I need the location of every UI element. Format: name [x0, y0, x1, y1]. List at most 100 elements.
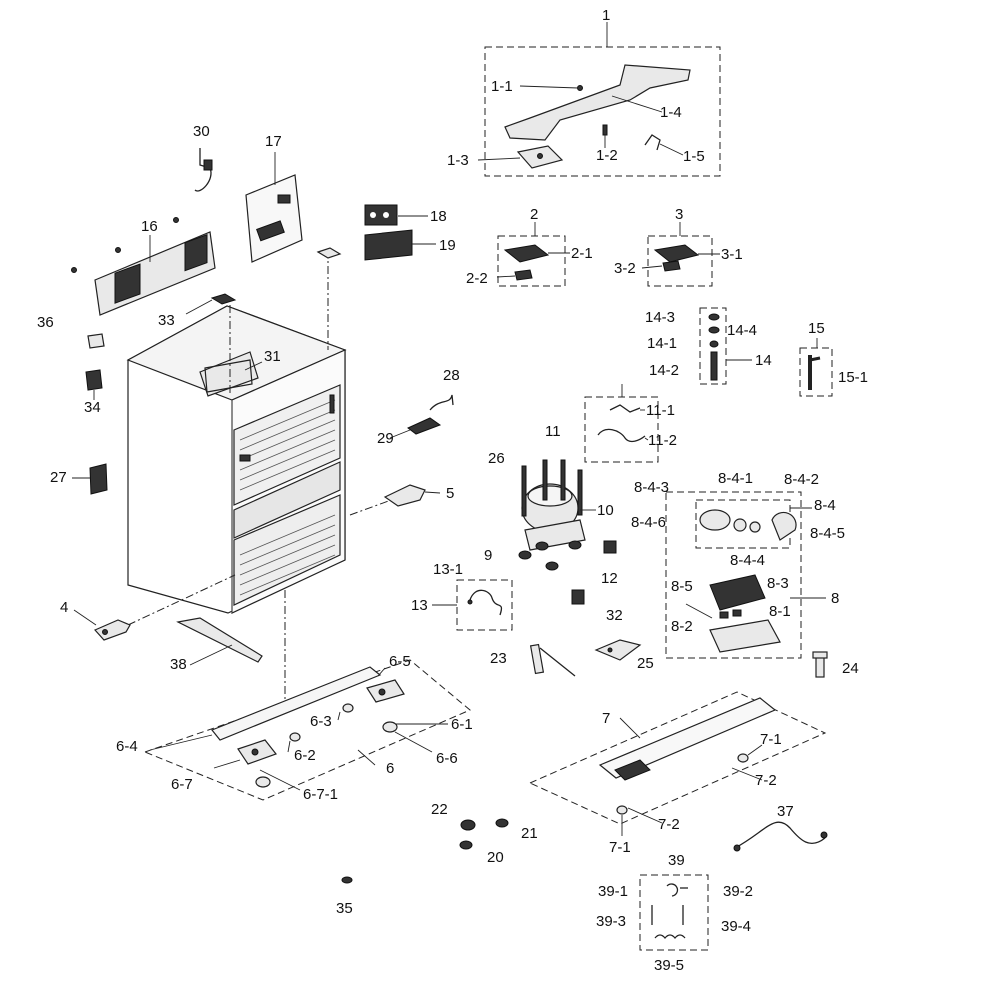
label-6-3: 6-3 — [310, 713, 332, 730]
label-7: 7 — [602, 710, 611, 727]
part-group-6 — [143, 659, 471, 801]
label-11-1: 11-1 — [646, 402, 675, 419]
label-23: 23 — [490, 650, 507, 667]
label-21: 21 — [521, 825, 538, 842]
label-1-3: 1-3 — [447, 152, 469, 169]
label-6-1: 6-1 — [451, 716, 473, 733]
label-14-1: 14-1 — [647, 335, 678, 352]
part-30-wire — [194, 148, 213, 192]
label-3-2: 3-2 — [614, 260, 636, 277]
label-6: 6 — [386, 760, 395, 777]
label-11: 11 — [545, 423, 561, 440]
part-10-compressor — [518, 459, 596, 571]
label-8-1: 8-1 — [769, 603, 791, 620]
part-18-19-modules — [364, 204, 436, 261]
label-8-4-1: 8-4-1 — [718, 470, 754, 487]
label-38: 38 — [170, 656, 187, 673]
label-39-3: 39-3 — [596, 913, 627, 930]
label-1-5: 1-5 — [683, 148, 705, 165]
label-10: 10 — [597, 502, 614, 519]
label-2: 2 — [530, 206, 539, 223]
label-14-3: 14-3 — [645, 309, 676, 326]
part-group-15 — [799, 338, 833, 397]
part-group-11 — [584, 384, 659, 463]
small-parts-left — [72, 247, 454, 507]
label-8-4-6: 8-4-6 — [631, 514, 667, 531]
label-37: 37 — [777, 803, 794, 820]
part-group-14 — [699, 307, 752, 385]
label-7-2-left: 7-2 — [658, 816, 680, 833]
part-group-39 — [639, 874, 709, 951]
part-4-hinge — [73, 609, 131, 641]
misc-parts-bottom — [341, 818, 828, 884]
label-7-2-right: 7-2 — [755, 772, 777, 789]
label-6-4: 6-4 — [116, 738, 138, 755]
part-38-cover-strip — [176, 617, 263, 666]
label-8-3: 8-3 — [767, 575, 789, 592]
part-group-1 — [477, 22, 721, 177]
refrigerator-cabinet — [126, 305, 347, 614]
label-8-4-4: 8-4-4 — [730, 552, 766, 569]
label-8-4-5: 8-4-5 — [810, 525, 846, 542]
label-24: 24 — [842, 660, 859, 677]
label-8: 8 — [831, 590, 840, 607]
label-26: 26 — [488, 450, 505, 467]
label-29: 29 — [377, 430, 394, 447]
part-group-7 — [528, 691, 827, 836]
part-17-panel — [245, 152, 303, 263]
label-31: 31 — [264, 348, 281, 365]
label-9: 9 — [484, 547, 493, 564]
label-39: 39 — [668, 852, 685, 869]
label-3-1: 3-1 — [721, 246, 743, 263]
part-group-2 — [496, 222, 570, 287]
label-30: 30 — [193, 123, 210, 140]
part-group-3 — [641, 222, 720, 287]
label-25: 25 — [637, 655, 654, 672]
label-6-5: 6-5 — [389, 653, 411, 670]
label-7-1-left: 7-1 — [609, 839, 631, 856]
label-8-5: 8-5 — [671, 578, 693, 595]
label-39-5: 39-5 — [654, 957, 685, 974]
label-39-2: 39-2 — [723, 883, 754, 900]
label-33: 33 — [158, 312, 175, 329]
label-6-7-1: 6-7-1 — [303, 786, 339, 803]
label-15-1: 15-1 — [838, 369, 869, 386]
label-12: 12 — [601, 570, 618, 587]
part-16-back-cover — [71, 217, 216, 316]
misc-parts-center — [529, 540, 828, 678]
label-8-4-2: 8-4-2 — [784, 471, 820, 488]
label-19: 19 — [439, 237, 456, 254]
label-8-2: 8-2 — [671, 618, 693, 635]
part-group-13 — [432, 579, 513, 631]
label-6-7: 6-7 — [171, 776, 193, 793]
label-14-2: 14-2 — [649, 362, 680, 379]
label-34: 34 — [84, 399, 101, 416]
label-13-1: 13-1 — [433, 561, 464, 578]
label-7-1-right: 7-1 — [760, 731, 782, 748]
label-1-1: 1-1 — [491, 78, 513, 95]
label-6-6: 6-6 — [436, 750, 458, 767]
label-18: 18 — [430, 208, 447, 225]
label-15: 15 — [808, 320, 825, 337]
label-32: 32 — [606, 607, 623, 624]
label-8-4-3: 8-4-3 — [634, 479, 670, 496]
label-36: 36 — [37, 314, 54, 331]
label-1-2: 1-2 — [596, 147, 618, 164]
label-27: 27 — [50, 469, 67, 486]
label-35: 35 — [336, 900, 353, 917]
label-6-2: 6-2 — [294, 747, 316, 764]
label-20: 20 — [487, 849, 504, 866]
label-8-4: 8-4 — [814, 497, 836, 514]
label-28: 28 — [443, 367, 460, 384]
label-1-4: 1-4 — [660, 104, 682, 121]
part-group-8 — [665, 491, 826, 659]
label-3: 3 — [675, 206, 684, 223]
label-17: 17 — [265, 133, 282, 150]
label-39-1: 39-1 — [598, 883, 629, 900]
label-14: 14 — [755, 352, 772, 369]
label-2-1: 2-1 — [571, 245, 593, 262]
label-1: 1 — [602, 7, 611, 24]
label-5: 5 — [446, 485, 455, 502]
label-39-4: 39-4 — [721, 918, 752, 935]
